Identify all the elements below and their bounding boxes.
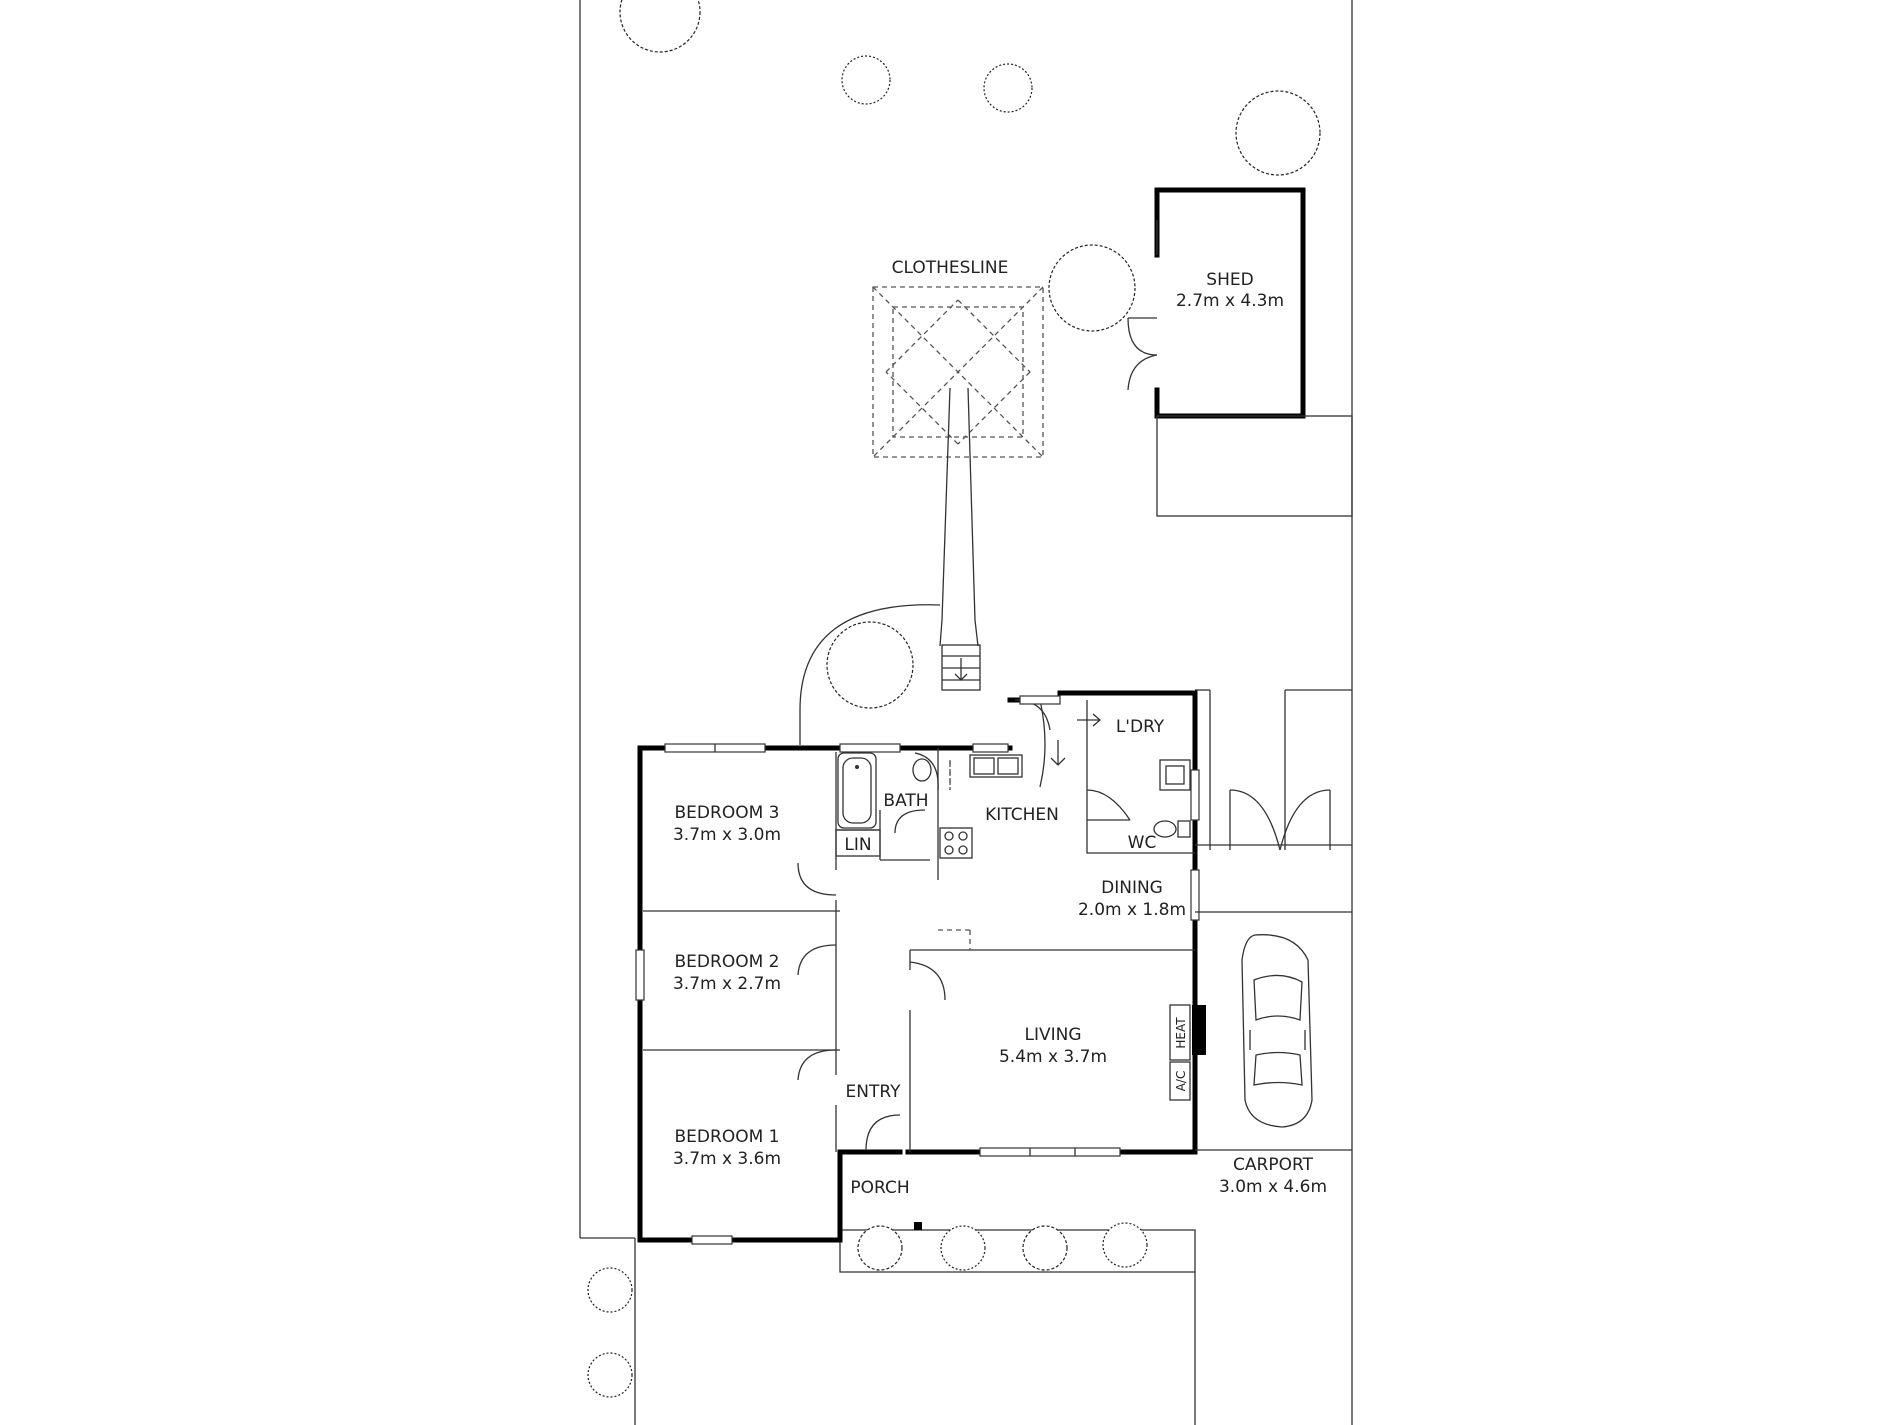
linen-label: LIN <box>844 835 871 855</box>
heater-label: HEAT <box>1174 1017 1188 1049</box>
tree-icon <box>587 1352 633 1398</box>
arrow-steps-icon <box>954 658 968 681</box>
laundry-label: L'DRY <box>1116 717 1165 737</box>
interior-walls <box>643 700 1195 1152</box>
kitchen-sink-icon <box>969 754 1023 778</box>
aircon-label: A/C <box>1174 1071 1188 1092</box>
windows <box>635 695 1200 1245</box>
property-boundary <box>579 0 1353 1425</box>
car-icon <box>1241 934 1313 1128</box>
wc-label: WC <box>1128 833 1157 853</box>
bedroom3-label: BEDROOM 3 <box>675 803 780 823</box>
laundry-fixtures <box>954 658 1191 838</box>
bedroom1-size: 3.7m x 3.6m <box>673 1149 781 1169</box>
living-label: LIVING <box>1024 1025 1081 1045</box>
tree-icon <box>841 55 891 105</box>
tree-icon <box>1102 1222 1148 1268</box>
room-labels: CLOTHESLINE SHED 2.7m x 4.3m L'DRY BATH … <box>673 258 1327 1198</box>
shed-label: SHED <box>1206 270 1253 290</box>
bedroom1-label: BEDROOM 1 <box>675 1127 780 1147</box>
heater <box>1169 1004 1206 1061</box>
shed <box>1127 187 1353 517</box>
living-size: 5.4m x 3.7m <box>999 1047 1107 1067</box>
aircon <box>1169 1061 1191 1101</box>
house-walls <box>637 690 1198 1243</box>
tree-icon <box>587 1267 633 1313</box>
garden-curve <box>799 604 941 745</box>
bath-label: BATH <box>883 791 928 811</box>
kitchen-label: KITCHEN <box>985 805 1059 825</box>
tree-icon <box>1235 90 1321 176</box>
bath-fixtures <box>837 752 951 829</box>
bedroom2-size: 3.7m x 2.7m <box>673 974 781 994</box>
garden-path <box>939 387 979 647</box>
tree-icon <box>940 1225 986 1271</box>
bedroom2-label: BEDROOM 2 <box>675 952 780 972</box>
tree-icon <box>1022 1225 1068 1271</box>
tree-icon <box>619 0 701 53</box>
arrow-right-icon <box>1077 713 1101 727</box>
shed-size: 2.7m x 4.3m <box>1176 291 1284 311</box>
wc-toilet-icon <box>1153 820 1177 838</box>
cooktop-icon <box>939 827 973 859</box>
tree-icon <box>857 1225 903 1271</box>
kitchen-fixtures <box>939 754 1023 859</box>
side-gate <box>1195 689 1352 1151</box>
carport-label: CARPORT <box>1233 1155 1314 1175</box>
bath-basin-icon <box>912 758 932 782</box>
porch-label: PORCH <box>850 1178 909 1198</box>
clothesline <box>872 286 1044 458</box>
laundry-tub-icon <box>1159 759 1191 791</box>
bedroom3-size: 3.7m x 3.0m <box>673 825 781 845</box>
carport-size: 3.0m x 4.6m <box>1219 1177 1327 1197</box>
tree-icon <box>983 63 1033 113</box>
dining-label: DINING <box>1101 878 1163 898</box>
entry-label: ENTRY <box>846 1082 902 1102</box>
dining-size: 2.0m x 1.8m <box>1078 900 1186 920</box>
tree-icon <box>1048 244 1136 332</box>
tree-icon <box>826 621 914 709</box>
trees <box>587 0 1321 1398</box>
arrow-down-icon <box>1050 740 1066 766</box>
clothesline-label: CLOTHESLINE <box>892 258 1009 278</box>
